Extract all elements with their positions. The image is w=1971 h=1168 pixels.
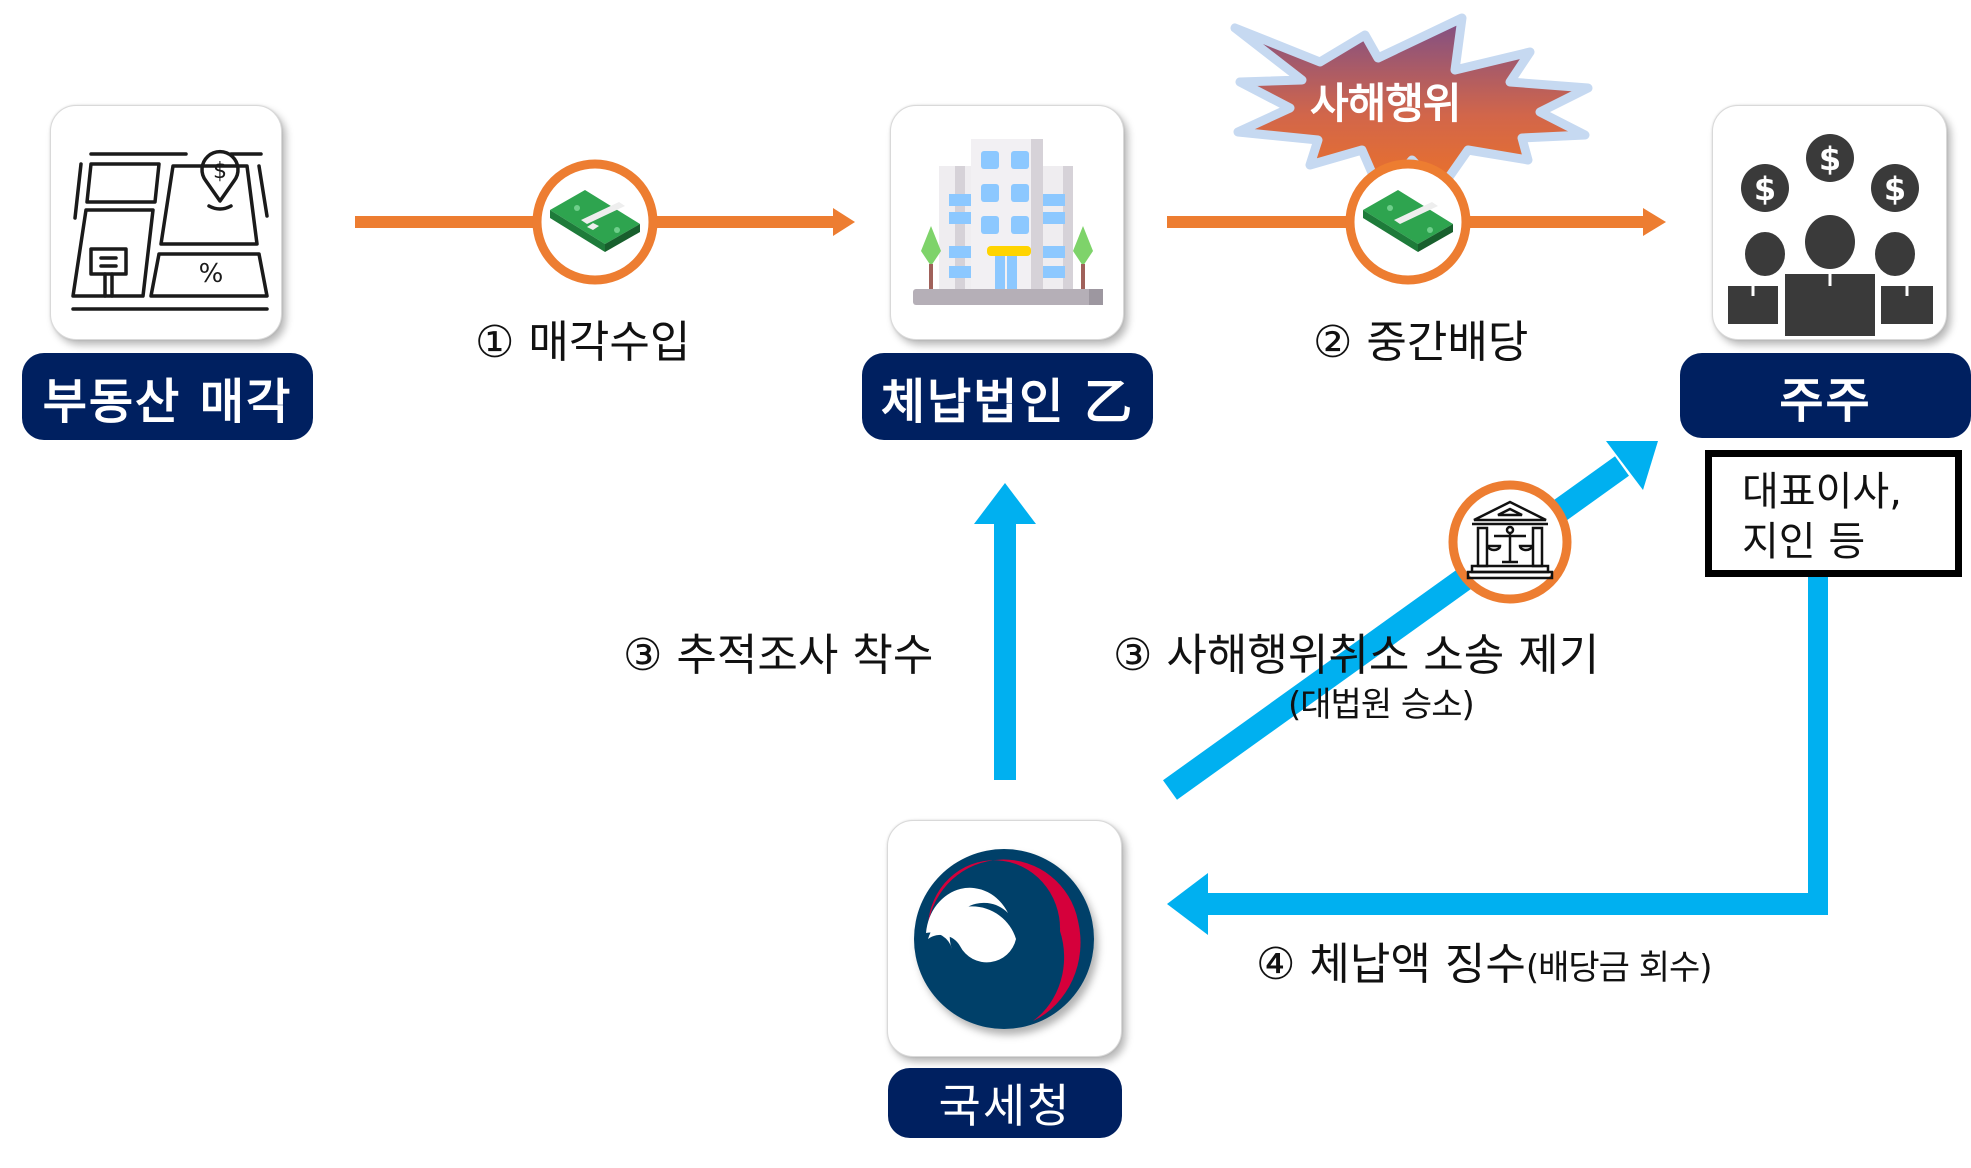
- shareholders-note-line2: 지인 등: [1742, 519, 1866, 565]
- svg-text:%: %: [199, 259, 224, 289]
- nts-emblem-icon: [914, 849, 1094, 1029]
- svg-text:$: $: [213, 159, 227, 184]
- node-card-nts: [887, 820, 1122, 1057]
- cash-bundle-icon: [550, 190, 640, 252]
- flow-label-step3b: ③ 사해행위취소 소송 제기: [1113, 630, 1600, 681]
- burst-shape: [1230, 13, 1593, 201]
- node-card-delinquent-corp: [890, 105, 1124, 340]
- node-label-delinquent-corp: 체납법인 乙: [862, 353, 1153, 440]
- flow-label-step4-main: ④ 체납액 징수: [1256, 939, 1526, 990]
- office-building-icon: [913, 139, 1103, 305]
- fraud-burst: [1230, 13, 1593, 201]
- node-card-real-estate: $ %: [50, 105, 282, 340]
- courthouse-icon: [1466, 500, 1554, 580]
- shareholders-note-line1: 대표이사,: [1742, 469, 1902, 515]
- court-circle: [1448, 480, 1572, 604]
- node-card-shareholders: $ $ $: [1712, 105, 1947, 340]
- flow-label-step1: ① 매각수입: [475, 317, 691, 368]
- cash-circle-step2: [1345, 159, 1471, 285]
- arrow-step4: [1167, 577, 1828, 935]
- node-label-shareholders: 주주: [1680, 353, 1971, 438]
- flow-label-step2: ② 중간배당: [1313, 317, 1529, 368]
- node-label-nts: 국세청: [888, 1068, 1122, 1138]
- burst-label: 사해행위: [1310, 79, 1462, 128]
- cash-bundle-icon: [1363, 190, 1453, 252]
- flow-sublabel-step4: (배당금 회수): [1525, 948, 1713, 988]
- cash-circle-step1: [532, 159, 658, 285]
- svg-text:$: $: [1884, 170, 1906, 208]
- flow-label-step4: ④ 체납액 징수(배당금 회수): [1256, 928, 1713, 992]
- flow-sublabel-step3b: (대법원 승소): [1288, 685, 1475, 725]
- svg-text:$: $: [1754, 170, 1776, 208]
- real-estate-map-icon: $ %: [71, 150, 269, 311]
- node-label-real-estate: 부동산 매각: [22, 353, 313, 440]
- shareholders-note-box: 대표이사, 지인 등: [1705, 450, 1962, 577]
- arrow-step3b: [1163, 441, 1658, 800]
- flow-label-step3a: ③ 추적조사 착수: [623, 630, 934, 681]
- shareholders-money-icon: $ $ $: [1728, 134, 1933, 336]
- arrow-step3a: [974, 483, 1036, 780]
- svg-text:$: $: [1819, 140, 1841, 178]
